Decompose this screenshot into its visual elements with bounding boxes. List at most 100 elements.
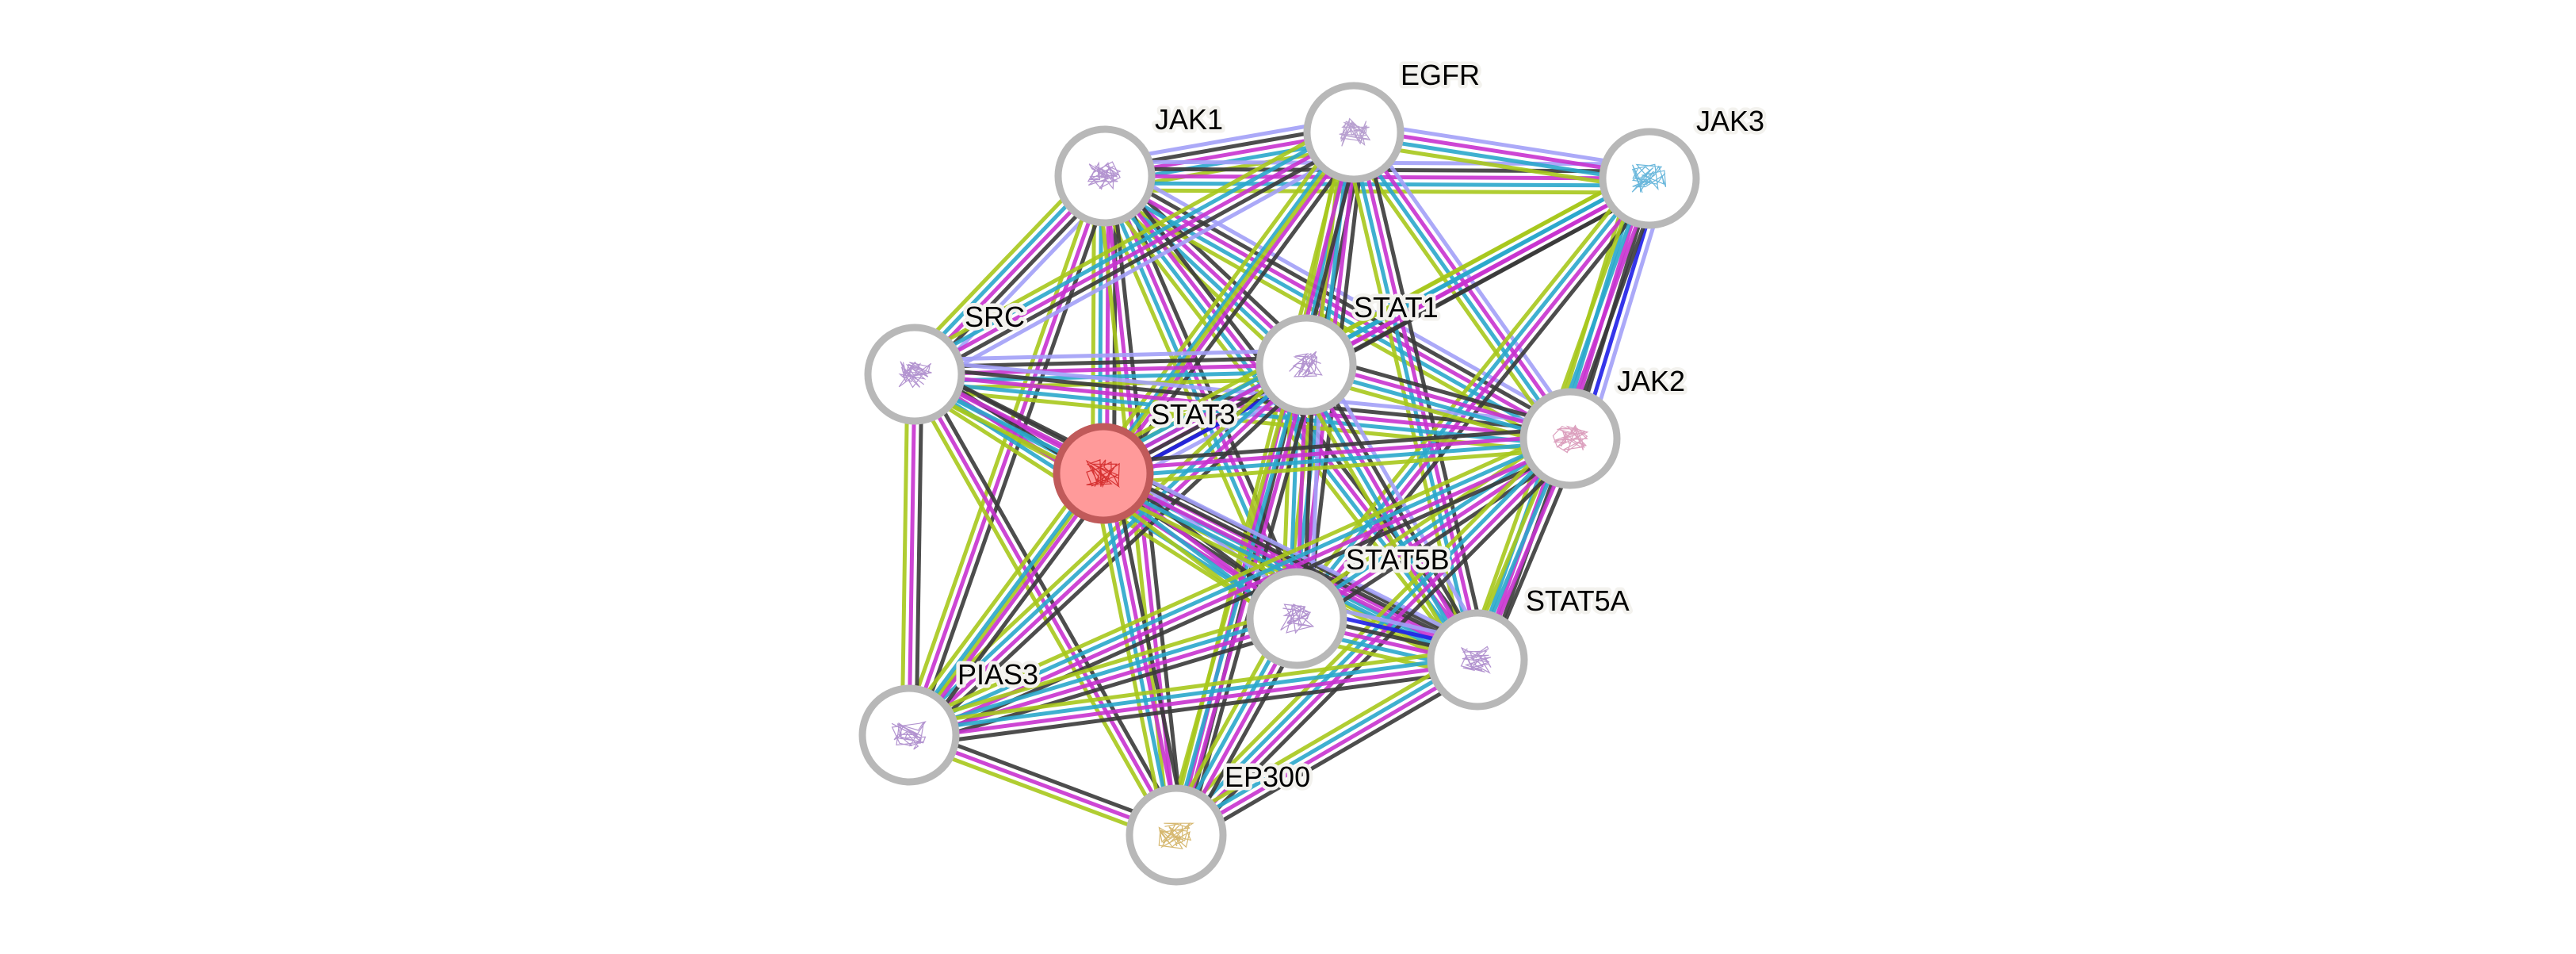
evidence-line-database xyxy=(1292,174,1649,618)
node-circle[interactable] xyxy=(1519,388,1621,489)
protein-structure-icon xyxy=(1631,163,1667,193)
evidence-line-experiments xyxy=(1103,433,1570,473)
evidence-line-database xyxy=(1172,435,1569,834)
evidence-line-coexpression xyxy=(912,626,1301,748)
evidence-line-coexpression xyxy=(1301,446,1577,630)
evidence-line-homology xyxy=(1108,458,1485,649)
evidence-line-textmining xyxy=(1164,361,1298,833)
evidence-line-database xyxy=(1173,654,1477,834)
evidence-line-database xyxy=(907,433,1570,734)
evidence-line-experiments xyxy=(913,130,1355,377)
evidence-line-textmining xyxy=(1286,170,1643,614)
evidence-line-textmining xyxy=(900,374,910,735)
protein-structure-icon xyxy=(1087,161,1122,190)
node-label-jak2: JAK2 xyxy=(1617,365,1685,397)
node-jak1[interactable] xyxy=(1054,125,1156,227)
edge-stat5a-ep300[interactable] xyxy=(1169,649,1485,846)
node-label-pias3: PIAS3 xyxy=(957,658,1038,691)
evidence-line-experiments xyxy=(1177,661,1481,841)
evidence-line-experiments xyxy=(1177,365,1312,837)
protein-structure-icon xyxy=(1289,351,1323,378)
evidence-line-textmining xyxy=(1169,649,1473,828)
edge-egfr-src[interactable] xyxy=(907,118,1362,389)
node-stat5a[interactable] xyxy=(1427,609,1528,711)
protein-structure-icon xyxy=(1158,822,1194,849)
evidence-line-database xyxy=(910,124,1351,370)
evidence-line-coexpression xyxy=(1180,667,1485,846)
evidence-line-coexpression xyxy=(919,370,1184,833)
protein-structure-icon xyxy=(891,721,927,750)
evidence-line-experiments xyxy=(909,619,1299,741)
evidence-line-experiments xyxy=(909,661,1478,741)
edge-stat1-stat5a[interactable] xyxy=(1292,356,1492,669)
evidence-line-coexpression xyxy=(910,668,1480,748)
evidence-line-coexpression xyxy=(1102,426,1570,466)
evidence-line-coexpression xyxy=(915,478,1114,743)
evidence-line-experiments xyxy=(1104,133,1359,477)
protein-structure-icon xyxy=(1339,117,1371,147)
node-pias3[interactable] xyxy=(858,684,960,786)
protein-structure-icon xyxy=(1552,424,1589,454)
evidence-line-textmining xyxy=(905,606,1294,727)
node-circle[interactable] xyxy=(1126,784,1227,886)
protein-structure-icon xyxy=(1460,646,1492,674)
evidence-line-textmining xyxy=(1351,140,1649,191)
evidence-line-textmining xyxy=(900,355,1301,729)
evidence-line-textmining xyxy=(1103,446,1572,486)
node-stat1[interactable] xyxy=(1256,314,1357,416)
edge-stat3-pias3[interactable] xyxy=(899,466,1114,743)
protein-structure-icon xyxy=(898,361,932,389)
evidence-line-coexpression xyxy=(1303,183,1660,627)
evidence-line-textmining xyxy=(899,466,1097,730)
evidence-line-textmining xyxy=(904,427,1567,727)
protein-structure-icon xyxy=(1280,603,1314,634)
evidence-line-experiments xyxy=(1304,363,1480,661)
evidence-line-coexpression xyxy=(917,136,1359,383)
edge-src-pias3[interactable] xyxy=(900,374,924,736)
evidence-line-homology xyxy=(1317,356,1492,654)
evidence-line-database xyxy=(908,654,1477,734)
evidence-line-database xyxy=(1099,128,1353,473)
protein-structure-icon xyxy=(1085,459,1120,488)
evidence-line-coexpression xyxy=(914,374,924,736)
node-src[interactable] xyxy=(864,324,965,425)
evidence-line-homology xyxy=(920,143,1362,389)
evidence-line-experiments xyxy=(910,474,1108,739)
edge-stat3-jak2[interactable] xyxy=(1102,426,1572,486)
node-label-stat5b: STAT5B xyxy=(1346,543,1450,576)
nodes-layer xyxy=(858,82,1700,886)
node-jak2[interactable] xyxy=(1519,388,1621,489)
node-label-jak3: JAK3 xyxy=(1696,105,1764,137)
evidence-line-textmining xyxy=(907,647,1477,727)
node-label-stat3: STAT3 xyxy=(1151,398,1236,431)
evidence-line-textmining xyxy=(1343,137,1564,446)
evidence-line-database xyxy=(907,613,1297,734)
evidence-line-database xyxy=(904,469,1103,734)
node-label-stat1: STAT1 xyxy=(1354,291,1439,324)
evidence-line-coexpression xyxy=(1110,137,1364,481)
node-ep300[interactable] xyxy=(1126,784,1227,886)
node-circle[interactable] xyxy=(1303,82,1405,183)
node-circle[interactable] xyxy=(1053,423,1154,524)
node-jak3[interactable] xyxy=(1599,128,1700,229)
node-egfr[interactable] xyxy=(1303,82,1405,183)
evidence-line-coexpression xyxy=(1182,444,1580,845)
node-label-src: SRC xyxy=(965,301,1025,333)
evidence-line-experiments xyxy=(914,372,1571,441)
evidence-line-database xyxy=(1100,180,1568,447)
node-label-stat5a: STAT5A xyxy=(1526,584,1630,617)
node-stat5b[interactable] xyxy=(1246,568,1347,669)
node-label-egfr: EGFR xyxy=(1401,59,1480,91)
evidence-line-homology xyxy=(914,348,1306,362)
node-label-jak1: JAK1 xyxy=(1155,103,1223,136)
evidence-line-database xyxy=(1103,439,1571,479)
edge-stat5b-pias3[interactable] xyxy=(905,606,1301,748)
node-stat3[interactable] xyxy=(1053,423,1154,524)
evidence-line-coexpression xyxy=(1310,360,1485,657)
evidence-line-homology xyxy=(1355,120,1652,170)
node-label-ep300: EP300 xyxy=(1225,761,1310,793)
edge-stat5a-pias3[interactable] xyxy=(907,647,1480,748)
evidence-line-textmining xyxy=(900,173,1100,734)
